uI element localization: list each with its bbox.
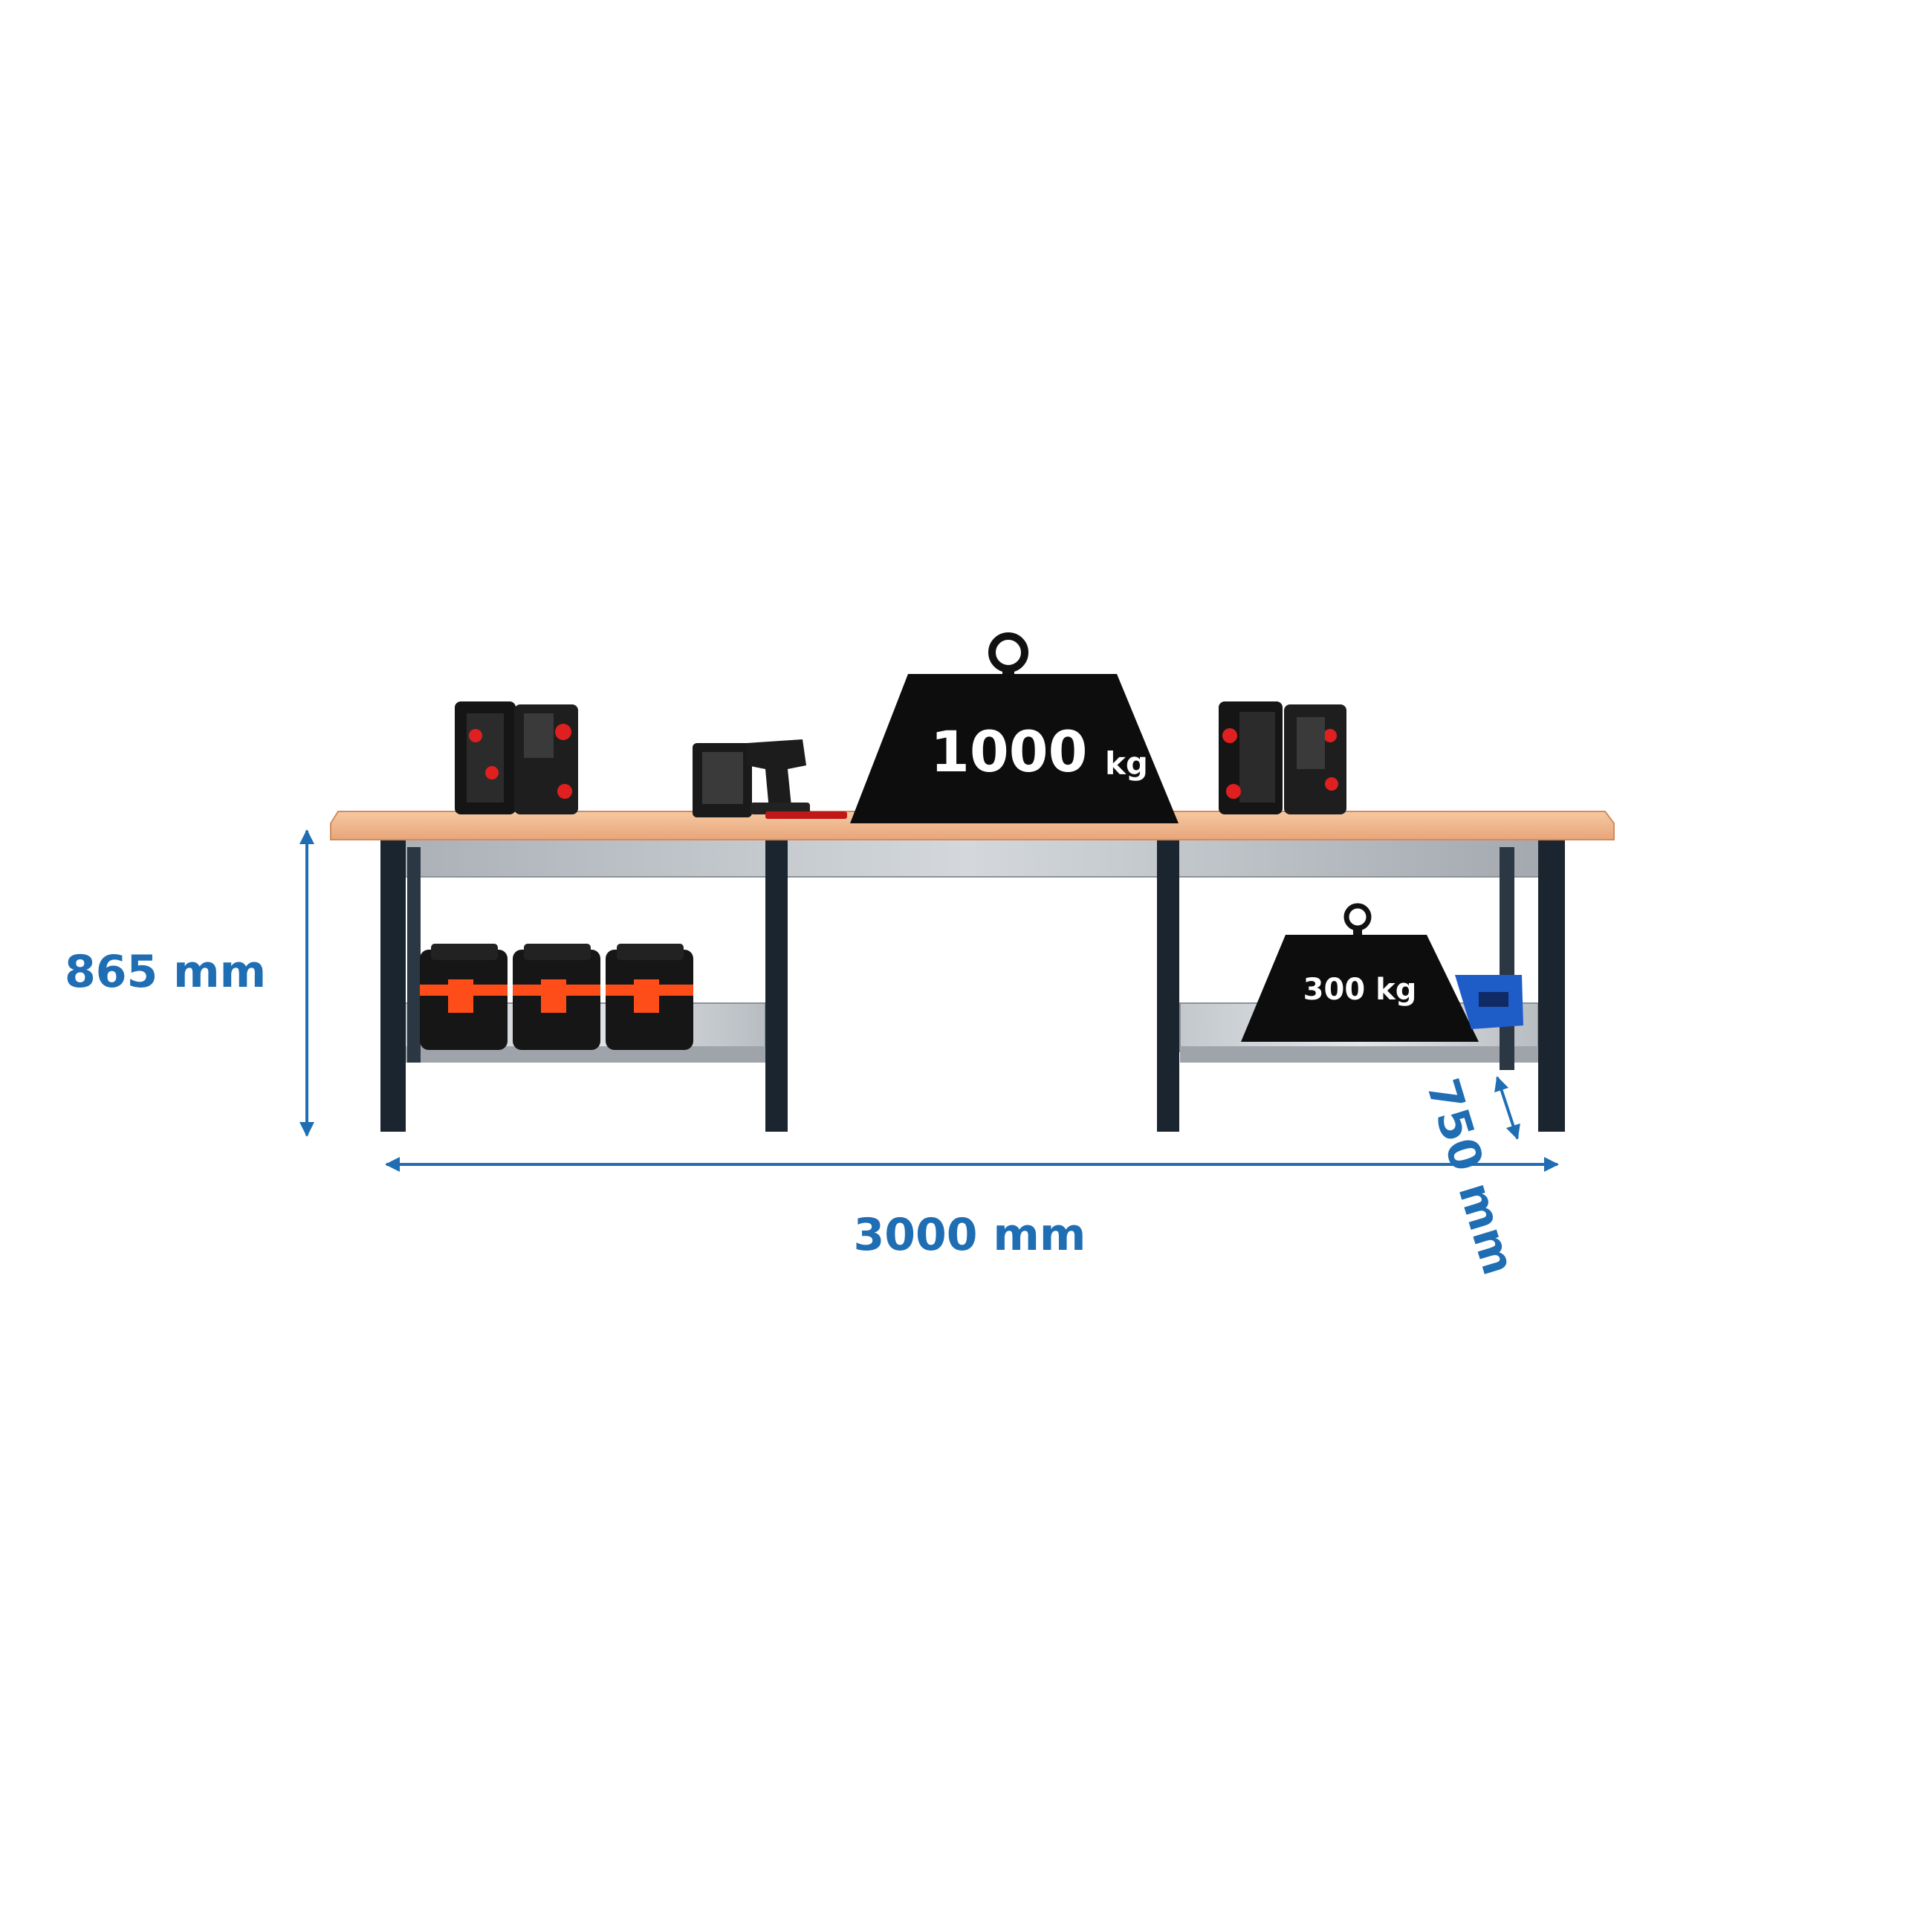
width-label: 3000 mm (854, 1209, 1086, 1261)
top-weight-unit: kg (1105, 745, 1148, 782)
parts-bin (1455, 975, 1523, 1029)
leg-back-right (1500, 847, 1514, 1070)
toolbox-2 (513, 944, 600, 1050)
top-load-weight: 1000 kg (850, 632, 1179, 823)
shelf-load-weight: 300 kg (1241, 903, 1479, 1042)
toolbox-1 (420, 944, 508, 1050)
depth-label: 750 mm (1416, 1073, 1525, 1281)
leg-mid-left (765, 838, 788, 1132)
leg-mid-right (1157, 838, 1179, 1132)
top-weight-value: 1000 (930, 719, 1088, 785)
depth-arrow (1494, 1076, 1520, 1140)
leg-front-left (380, 838, 406, 1132)
tool-case-left (455, 701, 578, 814)
worktop (330, 811, 1615, 840)
front-apron (393, 837, 1543, 878)
drill-and-bit-set (693, 739, 847, 819)
weight-lifting-ring-icon-small (1343, 903, 1372, 931)
height-dimension: 865 mm (65, 829, 314, 1137)
weight-lifting-ring-icon (988, 632, 1028, 672)
width-dimension: 3000 mm (385, 1157, 1559, 1261)
depth-dimension: 750 mm (1416, 1073, 1525, 1281)
leg-front-right (1538, 838, 1565, 1132)
height-label: 865 mm (65, 946, 266, 998)
leg-back-left (407, 847, 421, 1063)
tool-case-right (1219, 701, 1346, 814)
shelf-weight-label: 300 kg (1303, 973, 1417, 1007)
toolbox-3 (606, 944, 693, 1050)
